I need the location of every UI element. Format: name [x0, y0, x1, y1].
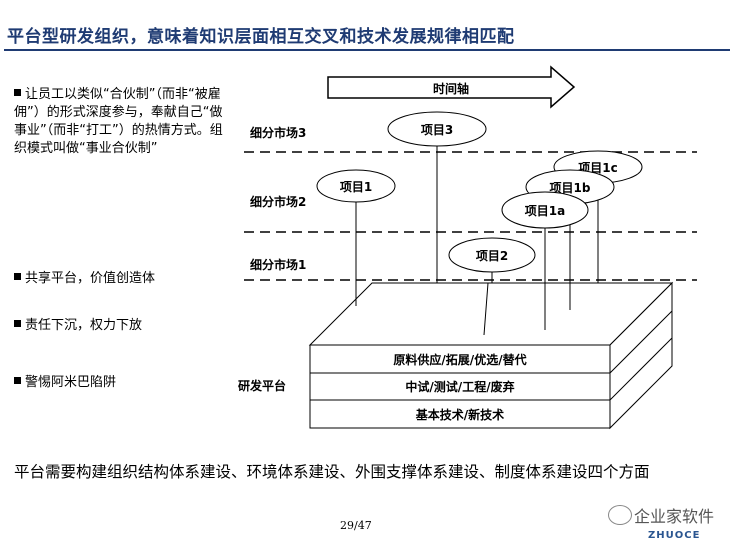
project-3-node	[387, 111, 487, 147]
bullet-square-icon	[14, 273, 21, 280]
platform-top-face	[308, 282, 674, 346]
bullet-square-icon	[14, 377, 21, 384]
bullet-text: 让员工以类似“合伙制”（而非“被雇佣”）的形式深度参与，奉献自己“做事业”（而非…	[14, 87, 223, 156]
summary-text: 平台需要构建组织结构体系建设、环境体系建设、外围支撑体系建设、制度体系建设四个方…	[14, 463, 650, 481]
watermark-brand: ZHUOCE	[648, 530, 701, 541]
project-2-node	[448, 237, 536, 273]
bullet-item: 责任下沉，权力下放	[14, 317, 229, 335]
platform-label: 研发平台	[238, 378, 286, 393]
platform-layer-2	[309, 372, 611, 401]
bullet-text: 共享平台，价值创造体	[25, 271, 156, 286]
layer-label: 中试/测试/工程/废弃	[405, 379, 514, 394]
market-label-3: 细分市场3	[250, 125, 306, 140]
platform-layer-1	[309, 344, 611, 374]
project-1a-node	[501, 191, 589, 229]
bullet-square-icon	[14, 320, 21, 327]
wechat-icon	[608, 505, 632, 525]
bullet-item: 共享平台，价值创造体	[14, 270, 229, 288]
timeline-arrow	[327, 65, 576, 109]
side-layer-line	[609, 310, 673, 374]
layer-label: 基本技术/新技术	[415, 407, 504, 422]
watermark: 企业家软件 ZHUOCE	[608, 503, 728, 547]
page-number: 29/47	[340, 519, 372, 532]
bullet-item: 警惕阿米巴陷阱	[14, 374, 229, 392]
bullet-text: 责任下沉，权力下放	[25, 318, 143, 333]
project-label: 项目3	[421, 123, 453, 137]
project-label: 项目1	[340, 180, 372, 194]
page-title: 平台型研发组织，意味着知识层面相互交叉和技术发展规律相匹配	[7, 27, 515, 47]
platform-layer-3	[309, 399, 611, 429]
project-label: 项目2	[476, 249, 508, 263]
side-layer-line	[609, 337, 673, 401]
layer-label: 原料供应/拓展/优选/替代	[393, 352, 526, 367]
project-label: 项目1a	[525, 204, 565, 218]
title-divider	[4, 49, 730, 51]
timeline-label: 时间轴	[433, 81, 469, 96]
connector-line	[483, 282, 489, 336]
market-label-1: 细分市场1	[250, 257, 306, 272]
project-1-node	[316, 169, 396, 203]
bullet-item: 让员工以类似“合伙制”（而非“被雇佣”）的形式深度参与，奉献自己“做事业”（而非…	[14, 86, 229, 158]
bullet-text: 警惕阿米巴陷阱	[25, 375, 117, 390]
project-label: 项目1b	[550, 181, 591, 195]
watermark-text: 企业家软件	[634, 507, 715, 526]
bullet-square-icon	[14, 89, 21, 96]
market-label-2: 细分市场2	[250, 194, 306, 209]
